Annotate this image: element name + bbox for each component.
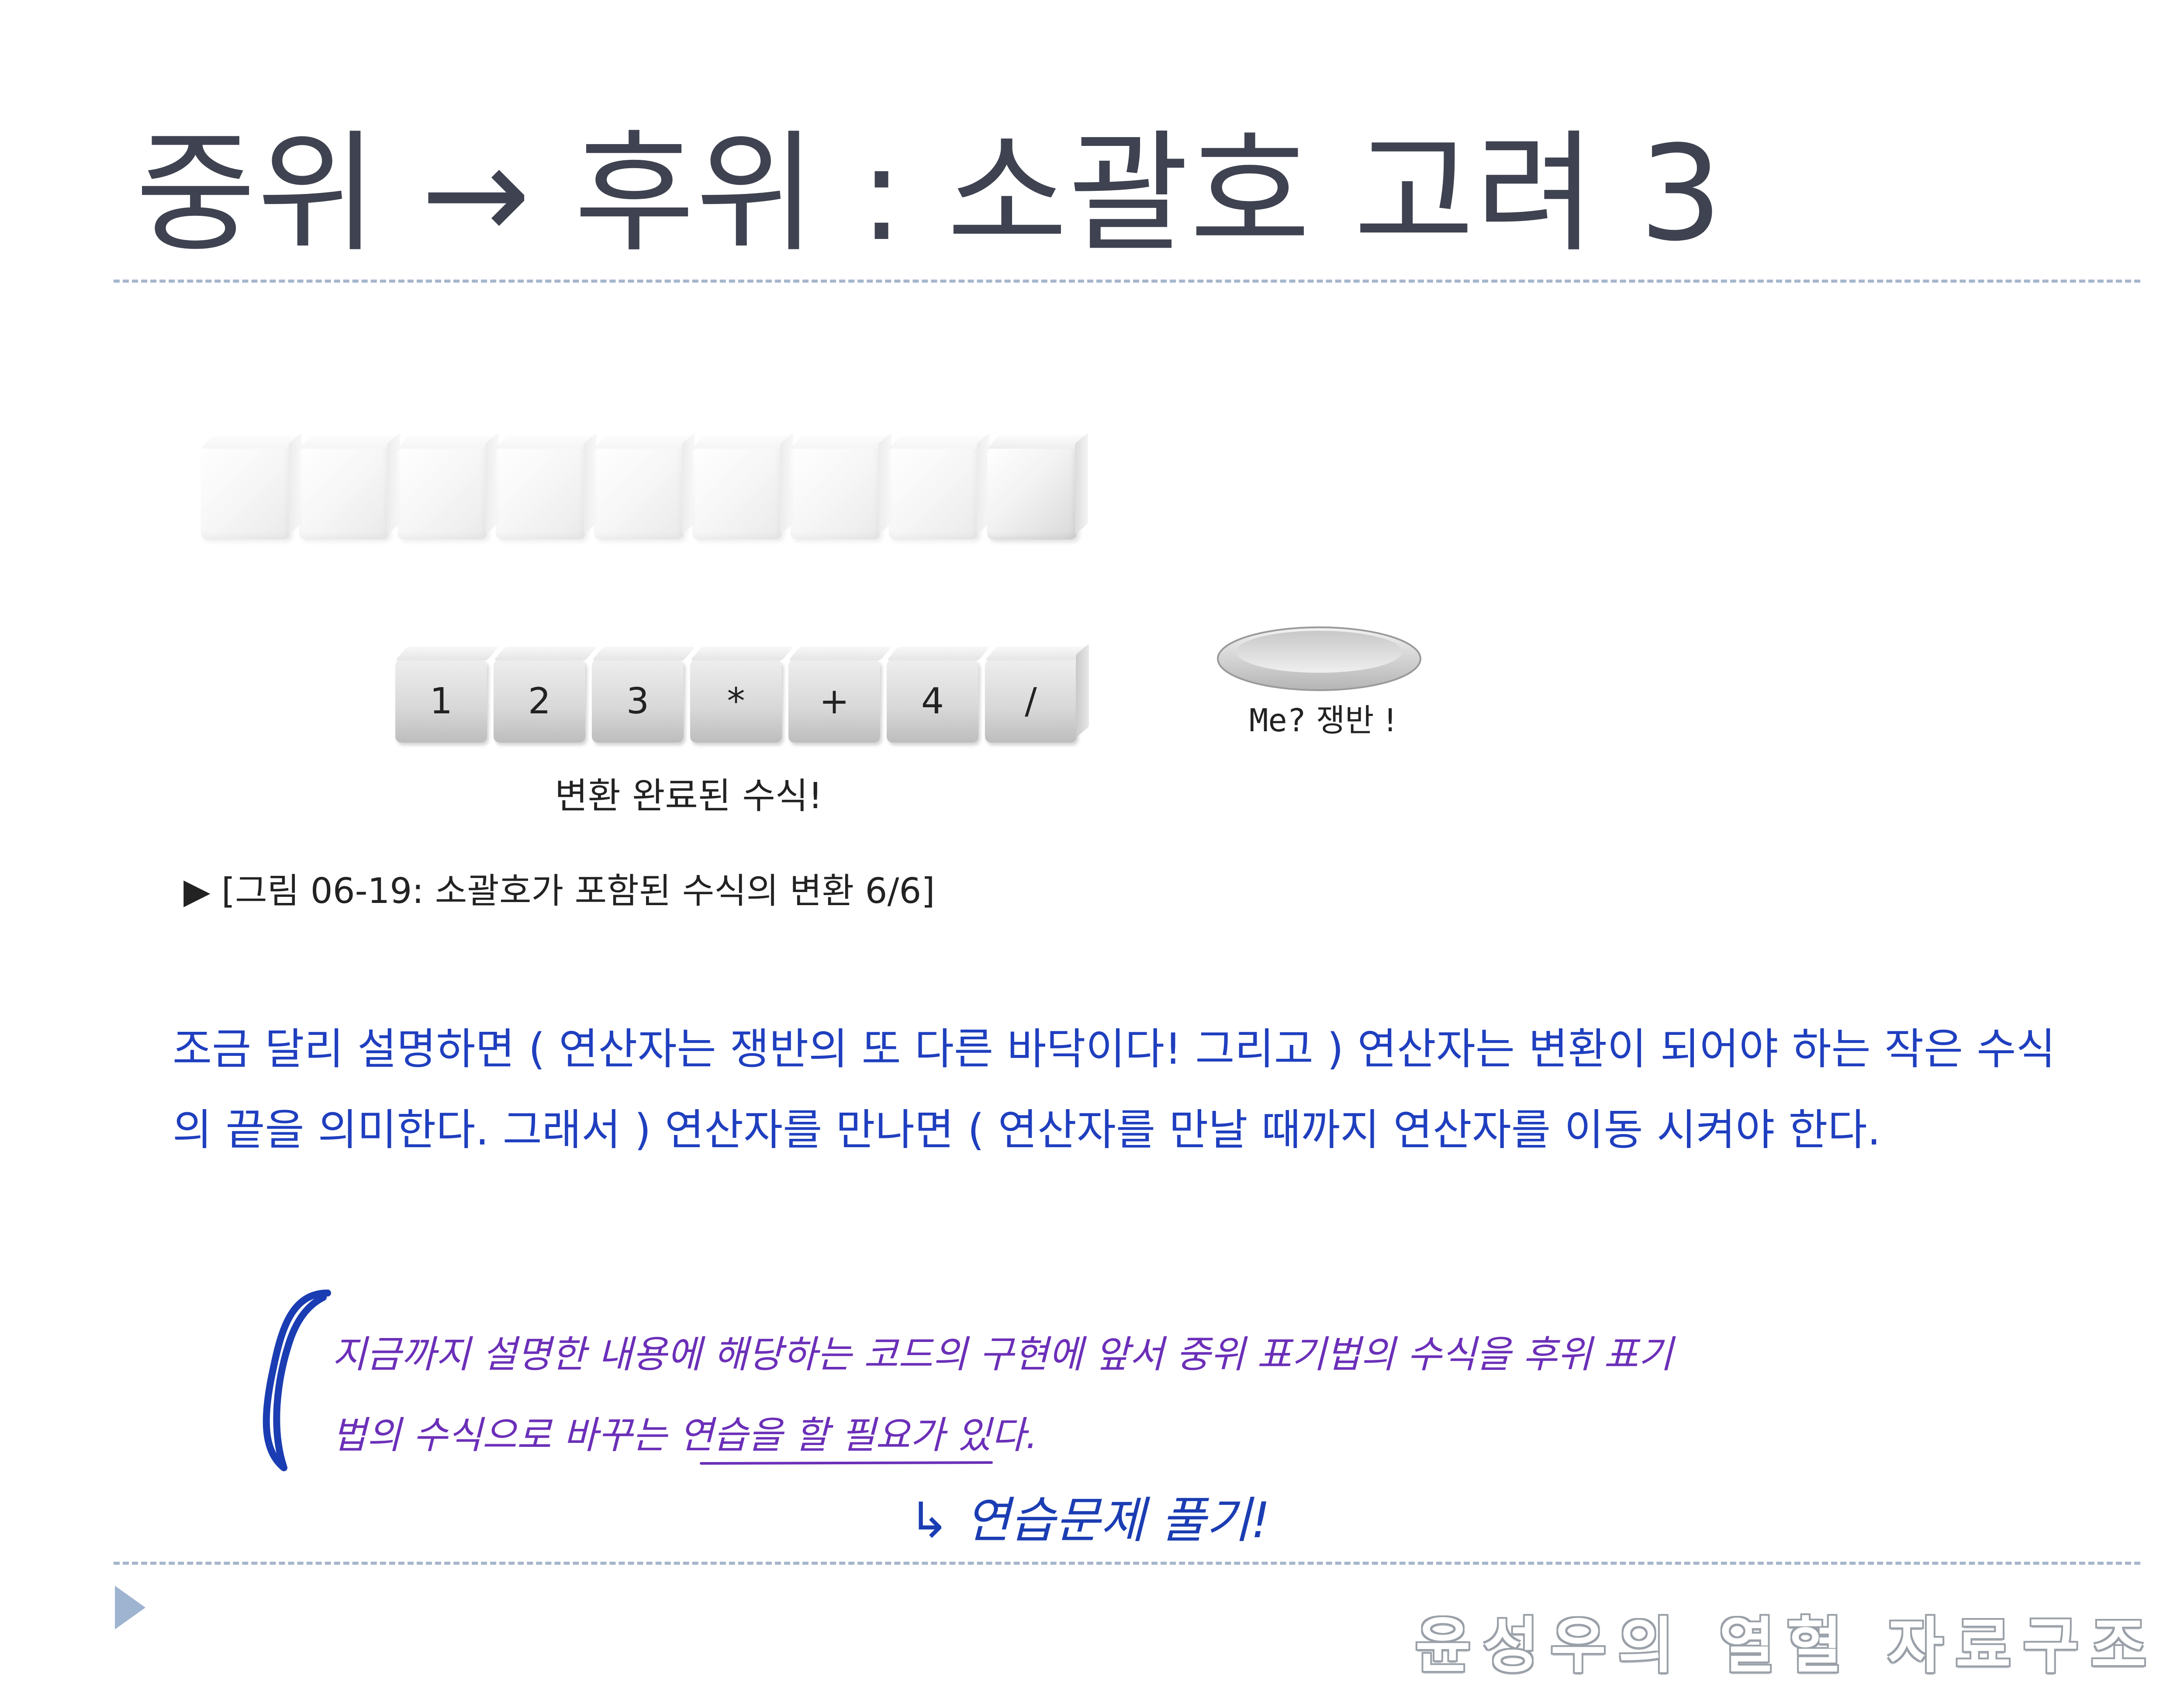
figure: 1 2 3 * + 4 / 변환 완료된 수식! Me? 쟁반 ! ▶ [그림 … [0,0,2184,961]
token-label: / [1025,680,1037,722]
empty-cube [594,436,695,539]
empty-cube [201,436,302,539]
tray-label-prefix: Me? [1249,702,1306,739]
empty-cube [496,436,597,539]
token-label: 4 [921,680,944,722]
token-label: 3 [626,680,650,722]
token-label: + [819,680,850,722]
token-cube: 3 [592,647,695,743]
empty-cube [692,436,793,539]
tray-icon [1217,626,1421,691]
empty-cube [987,436,1088,539]
title-divider [114,280,2140,283]
token-cube: * [690,647,794,743]
figure-caption: ▶ [그림 06-19: 소괄호가 포함된 수식의 변환 6/6] [183,871,935,911]
empty-cube [299,436,400,539]
hand-underline [700,1461,993,1465]
empty-cube [889,436,990,539]
hand-bracket-mark [263,1290,331,1471]
body-paragraph: 조금 달리 설명하면 ( 연산자는 쟁반의 또 다른 바닥이다! 그리고 ) 연… [173,1024,2056,1155]
token-cube: 4 [887,647,990,743]
token-label: 2 [528,680,551,722]
token-label: * [727,680,745,722]
handwritten-line-2: 법의 수식으로 바꾸는 연습을 할 필요가 있다. [332,1414,1038,1457]
token-label: 1 [429,680,453,722]
footer-book-title: 윤성우의 열혈 자료구조 [1415,1611,2159,1681]
tray-label-suffix: 쟁반 ! [1316,702,1397,739]
token-cube: + [788,647,892,743]
token-cube: 2 [494,647,597,743]
slide-title: 중위 → 후위 : 소괄호 고려 3 [135,118,1724,270]
token-cube: / [985,643,1089,743]
tray-label: Me? 쟁반 ! [1249,695,1396,740]
empty-cube [397,436,498,539]
converted-expression-label: 변환 완료된 수식! [555,775,823,817]
footer-divider [114,1562,2140,1565]
token-cube: 1 [395,647,499,743]
handwritten-line-1: 지금까지 설명한 내용에 해당하는 코드의 구현에 앞서 중위 표기법의 수식을… [332,1333,1673,1376]
play-arrow-icon [115,1586,145,1629]
empty-cube [791,436,892,539]
handwritten-exercise-note: ↳ 연습문제 풀기! [909,1492,1271,1549]
